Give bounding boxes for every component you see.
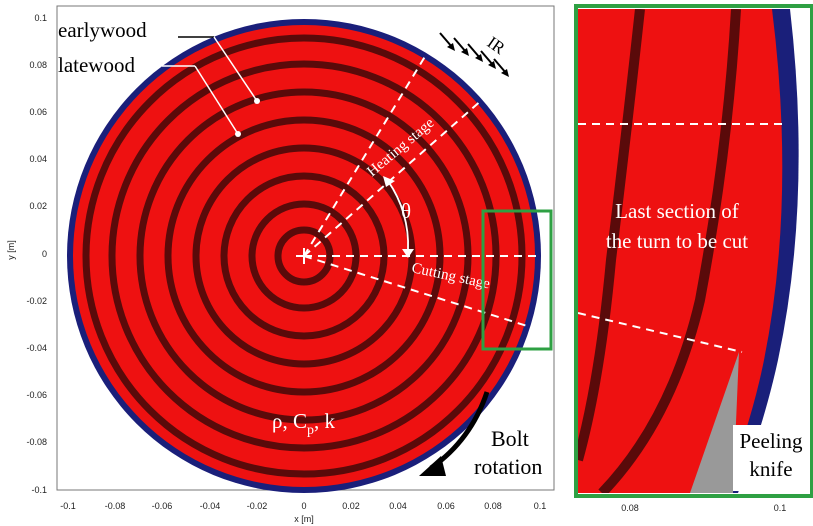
latewood-ring (220, 172, 388, 340)
y-tick-label: -0.02 (26, 296, 47, 306)
zoom-panel: Last section of the turn to be cut Peeli… (574, 4, 813, 513)
earlywood-dot (254, 98, 260, 104)
ir-arrowheads (447, 43, 509, 77)
y-tick-label: 0.08 (29, 60, 47, 70)
y-tick-label: 0.04 (29, 154, 47, 164)
zoom-content (578, 9, 809, 493)
y-axis-label: y [m] (6, 240, 16, 260)
zoom-highlight-box (481, 209, 553, 351)
x-tick-labels: -0.1 -0.08 -0.06 -0.04 -0.02 0 0.02 0.04… (60, 501, 546, 511)
y-tick-label: -0.04 (26, 343, 47, 353)
y-tick-label: -0.1 (31, 485, 47, 495)
y-tick-label: 0.02 (29, 201, 47, 211)
x-tick-label: -0.04 (200, 501, 221, 511)
bolt-label: Bolt (491, 426, 529, 451)
x-tick-label: -0.1 (60, 501, 76, 511)
y-tick-label: 0.06 (29, 107, 47, 117)
theta-label: θ (401, 199, 411, 223)
knife-label: knife (749, 457, 792, 481)
left-panel: 0.1 0.08 0.06 0.04 0.02 0 -0.02 -0.04 -0… (6, 5, 555, 524)
x-tick-label: 0.1 (534, 501, 547, 511)
latewood-ring (108, 60, 500, 452)
latewood-label: latewood (58, 53, 135, 77)
latewood-ring (164, 116, 444, 396)
zoom-ring-outer (598, 9, 741, 493)
theta-arrowhead-bottom (402, 249, 414, 258)
zoom-caption-line1: Last section of (615, 199, 739, 223)
x-tick-label: -0.02 (247, 501, 268, 511)
heating-stage-line-inner (303, 34, 439, 257)
y-tick-labels: 0.1 0.08 0.06 0.04 0.02 0 -0.02 -0.04 -0… (26, 13, 47, 495)
stage-lines (303, 34, 544, 331)
x-tick-label: -0.06 (152, 501, 173, 511)
bolt-rotation-arrowhead (419, 456, 446, 476)
x-tick-label: 0.06 (437, 501, 455, 511)
latewood-ring (136, 88, 472, 424)
zoom-x-tick-label: 0.08 (621, 503, 639, 513)
x-tick-label: 0.08 (484, 501, 502, 511)
zoom-caption-line2: the turn to be cut (606, 229, 748, 253)
zoom-panel-frame (574, 4, 813, 498)
theta-arrowhead-top (383, 176, 395, 187)
y-tick-label: -0.08 (26, 437, 47, 447)
x-tick-label: 0 (301, 501, 306, 511)
heating-stage-line-outer (303, 98, 484, 257)
center-cross (296, 248, 312, 264)
y-tick-label: -0.06 (26, 390, 47, 400)
x-tick-label: 0.04 (389, 501, 407, 511)
x-axis-label: x [m] (294, 514, 314, 524)
y-tick-label: 0 (42, 249, 47, 259)
material-properties-label: ρ, Cp, k (272, 409, 336, 438)
latewood-ring (274, 226, 334, 286)
earlywood-pointer (213, 36, 258, 102)
zoom-section-line-bottom (578, 312, 743, 353)
latewood-ring (192, 144, 416, 368)
latewood-dot (235, 131, 241, 137)
ir-arrows (439, 32, 507, 74)
earlywood-label: earlywood (58, 18, 147, 42)
peeling-knife (690, 352, 739, 493)
x-tick-label: 0.02 (342, 501, 360, 511)
theta-arc (387, 180, 409, 251)
zoom-ring-inner (578, 9, 645, 462)
peeling-knife-label-bg (733, 425, 809, 491)
y-tick-label: 0.1 (34, 13, 47, 23)
latewood-ring (248, 200, 360, 312)
rotation-label: rotation (474, 454, 542, 479)
latewood-pointer (194, 65, 239, 135)
x-tick-label: -0.08 (105, 501, 126, 511)
peeling-label: Peeling (740, 429, 803, 453)
zoom-x-tick-label: 0.1 (774, 503, 787, 513)
